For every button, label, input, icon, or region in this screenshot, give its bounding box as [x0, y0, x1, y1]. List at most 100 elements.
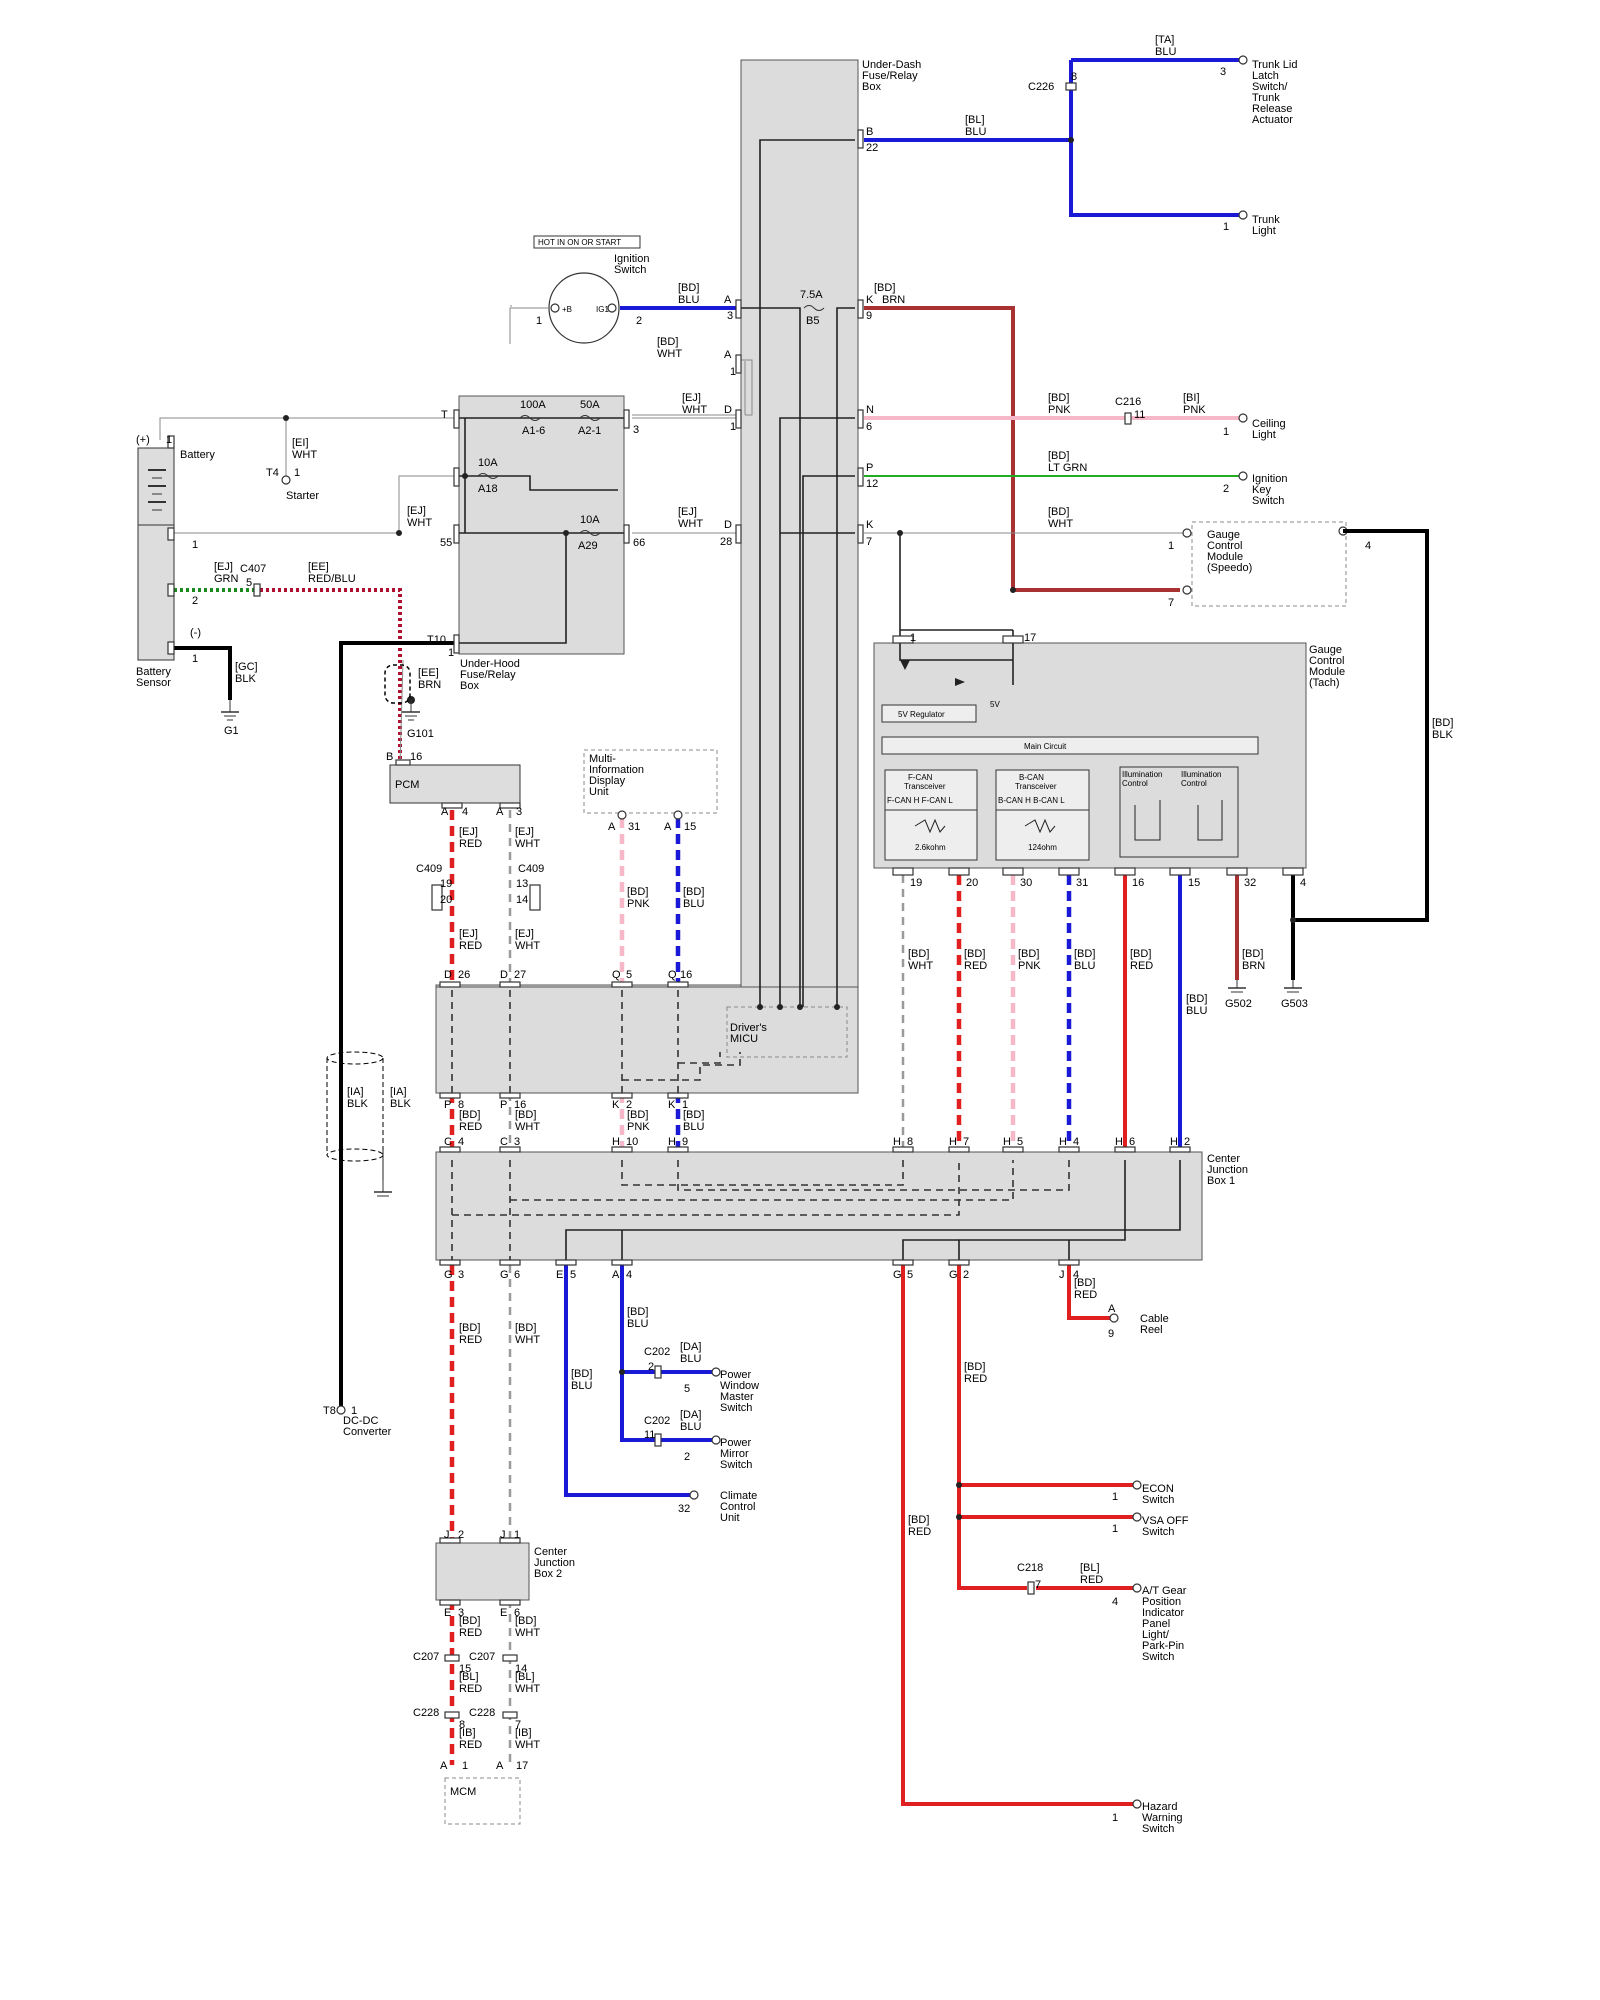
svg-text:4: 4: [462, 806, 468, 818]
svg-text:14: 14: [515, 1663, 527, 1675]
gauge-control-module-tach: Gauge Control Module (Tach) 5V Regulator…: [873, 642, 1345, 869]
svg-text:1: 1: [730, 421, 736, 433]
svg-text:K: K: [668, 1099, 676, 1111]
wire-color-labels: [TA]BLU [BL]BLU [BD]BLU [BD]BRN [BD]WHT …: [214, 34, 1453, 1751]
svg-text:BLU: BLU: [1074, 960, 1095, 972]
under-hood-internal: [459, 417, 624, 644]
svg-text:H: H: [1170, 1136, 1178, 1148]
svg-text:Unit: Unit: [589, 786, 609, 798]
svg-text:4: 4: [1112, 1596, 1118, 1608]
svg-text:E: E: [444, 1607, 451, 1619]
svg-text:4: 4: [458, 1136, 464, 1148]
svg-text:[BD]: [BD]: [1048, 450, 1069, 462]
svg-text:Box: Box: [862, 81, 881, 93]
svg-text:6: 6: [866, 421, 872, 433]
svg-text:Panel: Panel: [1142, 1618, 1170, 1630]
svg-text:(+): (+): [136, 434, 150, 446]
svg-text:12: 12: [866, 478, 878, 490]
svg-text:1: 1: [192, 539, 198, 551]
svg-text:WHT: WHT: [515, 1739, 540, 1751]
svg-text:[BL]: [BL]: [1080, 1562, 1100, 1574]
svg-text:C207: C207: [469, 1651, 495, 1663]
svg-text:20: 20: [966, 877, 978, 889]
svg-text:BLU: BLU: [680, 1353, 701, 1365]
svg-text:WHT: WHT: [515, 1683, 540, 1695]
svg-text:[EJ]: [EJ]: [459, 928, 478, 940]
svg-text:G: G: [500, 1269, 509, 1281]
fuses: 100A A1-6 50A A2-1 10A A18 10A A29 7.5A …: [477, 289, 825, 552]
svg-text:WHT: WHT: [908, 960, 933, 972]
svg-text:Master: Master: [720, 1391, 754, 1403]
svg-text:1: 1: [1112, 1523, 1118, 1535]
svg-text:B-CAN H B-CAN L: B-CAN H B-CAN L: [998, 796, 1065, 805]
svg-text:1: 1: [448, 647, 454, 659]
svg-text:55: 55: [440, 537, 452, 549]
svg-text:A/T Gear: A/T Gear: [1142, 1585, 1187, 1597]
svg-text:IG1: IG1: [596, 305, 609, 314]
svg-text:Module: Module: [1207, 551, 1243, 563]
svg-text:Transceiver: Transceiver: [1015, 782, 1057, 791]
ground-g101: [402, 700, 420, 721]
svg-text:[BD]: [BD]: [1186, 993, 1207, 1005]
battery-sensor-box: (+) Battery Sensor Battery: [136, 434, 215, 689]
svg-text:[EI]: [EI]: [292, 437, 309, 449]
svg-text:WHT: WHT: [292, 449, 317, 461]
svg-text:WHT: WHT: [682, 404, 707, 416]
svg-text:A29: A29: [578, 540, 598, 552]
svg-text:16: 16: [680, 969, 692, 981]
svg-text:[BD]: [BD]: [1130, 948, 1151, 960]
svg-text:[BD]: [BD]: [627, 886, 648, 898]
svg-text:31: 31: [628, 821, 640, 833]
svg-text:[EJ]: [EJ]: [515, 826, 534, 838]
center-junction-box-1: Center Junction Box 1: [435, 1151, 1248, 1261]
fuse-50a: 50A A2-1: [578, 399, 601, 437]
svg-text:2: 2: [963, 1269, 969, 1281]
svg-text:MCM: MCM: [450, 1786, 476, 1798]
svg-text:PNK: PNK: [627, 1121, 650, 1133]
svg-text:[BD]: [BD]: [964, 948, 985, 960]
svg-text:50A: 50A: [580, 399, 600, 411]
svg-text:Display: Display: [589, 775, 626, 787]
svg-text:11: 11: [644, 1429, 655, 1441]
svg-text:RED: RED: [459, 940, 482, 952]
svg-text:[BD]: [BD]: [683, 886, 704, 898]
svg-text:7: 7: [866, 536, 872, 548]
svg-text:[EJ]: [EJ]: [678, 506, 697, 518]
svg-text:C226: C226: [1028, 81, 1054, 93]
svg-text:2: 2: [1184, 1136, 1190, 1148]
svg-text:Main Circuit: Main Circuit: [1024, 742, 1067, 751]
svg-text:Switch: Switch: [720, 1459, 752, 1471]
svg-text:7: 7: [963, 1136, 969, 1148]
svg-text:28: 28: [720, 536, 732, 548]
svg-text:5: 5: [1017, 1136, 1023, 1148]
svg-text:Ceiling: Ceiling: [1252, 418, 1286, 430]
svg-text:Box: Box: [460, 680, 479, 692]
svg-text:[BD]: [BD]: [908, 1514, 929, 1526]
svg-text:8: 8: [907, 1136, 913, 1148]
svg-text:[BD]: [BD]: [515, 1322, 536, 1334]
svg-text:A: A: [496, 1760, 504, 1772]
svg-text:Unit: Unit: [720, 1512, 740, 1524]
svg-text:A: A: [724, 294, 732, 306]
svg-text:Gauge: Gauge: [1207, 529, 1240, 541]
svg-text:4: 4: [1300, 877, 1306, 889]
svg-text:[GC]: [GC]: [235, 661, 258, 673]
svg-text:11: 11: [1134, 409, 1145, 421]
svg-text:[BD]: [BD]: [657, 336, 678, 348]
svg-text:J: J: [500, 1529, 506, 1541]
ground-symbols: [221, 700, 1302, 1197]
fuse-7-5a: 7.5A B5: [800, 289, 825, 327]
svg-text:GRN: GRN: [214, 573, 239, 585]
multi-information-display-unit: Multi- Information Display Unit: [583, 749, 718, 814]
svg-text:19: 19: [440, 878, 452, 890]
svg-text:Power: Power: [720, 1437, 752, 1449]
svg-text:H: H: [893, 1136, 901, 1148]
svg-text:C216: C216: [1115, 396, 1141, 408]
svg-text:1: 1: [1168, 540, 1174, 552]
svg-text:8: 8: [459, 1719, 465, 1731]
svg-text:Switch: Switch: [1252, 495, 1284, 507]
svg-text:BLU: BLU: [683, 1121, 704, 1133]
svg-text:Gauge: Gauge: [1309, 644, 1342, 656]
svg-text:A2-1: A2-1: [578, 425, 601, 437]
svg-text:[EJ]: [EJ]: [407, 505, 426, 517]
